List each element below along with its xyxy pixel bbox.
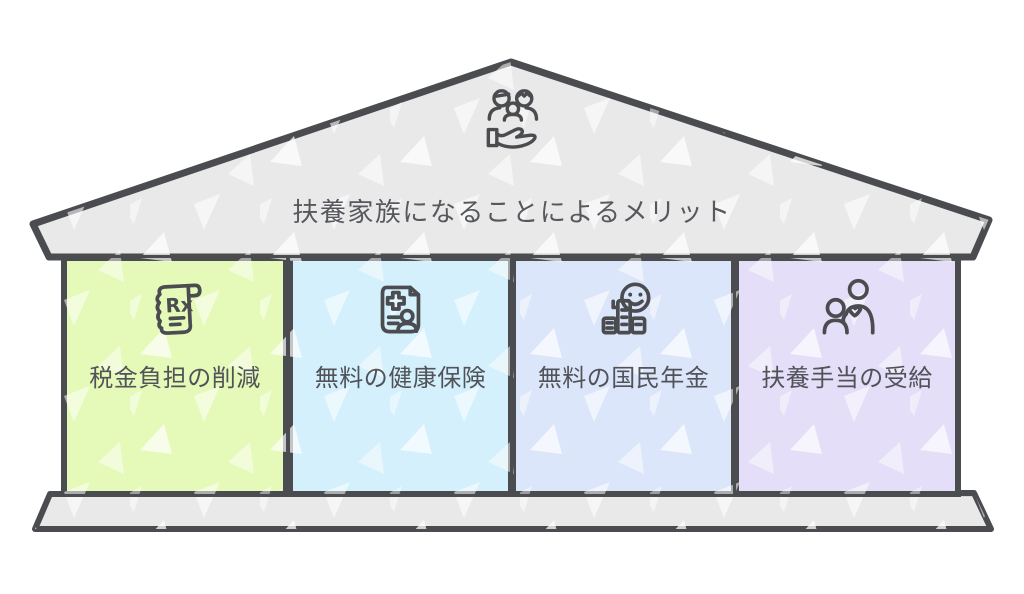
house-base (32, 490, 994, 532)
pillar-allowance (733, 255, 961, 497)
pillar-pension (510, 255, 737, 497)
pillar-tax (61, 255, 289, 497)
diagram-title: 扶養家族になることによるメリット (292, 198, 732, 228)
pillar-health-insurance (287, 255, 514, 497)
family-support-icon (477, 84, 545, 160)
